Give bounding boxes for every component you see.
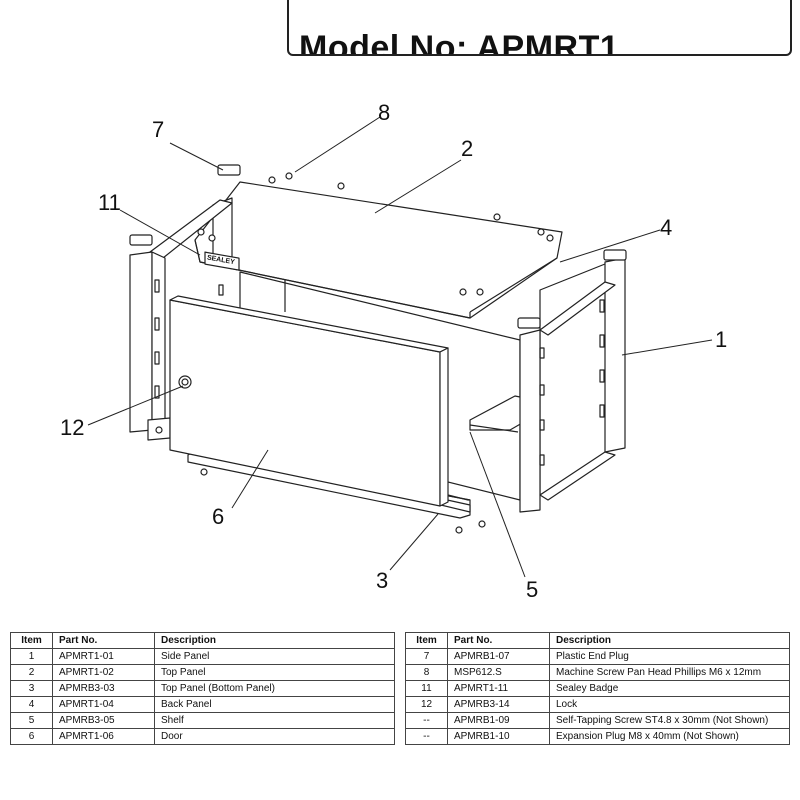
cell-part-no: APMRT1-01 (52, 648, 155, 665)
end-plugs (129, 164, 627, 329)
left-side-slots (154, 279, 224, 399)
cell-item: 7 (405, 648, 448, 665)
header-item: Item (10, 632, 53, 649)
cell-description: Top Panel (154, 664, 395, 681)
header-description: Description (549, 632, 790, 649)
callout-3: 3 (376, 568, 388, 593)
cell-part-no: APMRB3-03 (52, 680, 155, 697)
cell-description: Expansion Plug M8 x 40mm (Not Shown) (549, 728, 790, 745)
cell-part-no: APMRB3-14 (447, 696, 550, 713)
cell-item: -- (405, 712, 448, 729)
cell-part-no: APMRB1-09 (447, 712, 550, 729)
callout-7: 7 (152, 117, 164, 142)
cell-item: 2 (10, 664, 53, 681)
header-part-no: Part No. (52, 632, 155, 649)
callout-11: 11 (98, 190, 121, 215)
cell-description: Plastic End Plug (549, 648, 790, 665)
cell-description: Door (154, 728, 395, 745)
cell-description: Lock (549, 696, 790, 713)
exploded-diagram: 7 8 2 11 4 1 12 6 3 5 SEALEY (60, 100, 727, 602)
cell-description: Top Panel (Bottom Panel) (154, 680, 395, 697)
cell-part-no: APMRT1-04 (52, 696, 155, 713)
callout-12: 12 (60, 415, 84, 440)
header-item: Item (405, 632, 448, 649)
cell-description: Shelf (154, 712, 395, 729)
table-header-row: Item Part No. Description (405, 632, 790, 649)
cell-description: Back Panel (154, 696, 395, 713)
cell-description: Sealey Badge (549, 680, 790, 697)
callout-4: 4 (660, 215, 672, 240)
callout-8: 8 (378, 100, 390, 125)
right-side-slots (539, 299, 605, 466)
title-box: Model No: APMRT1 (287, 0, 792, 56)
callout-1: 1 (715, 327, 727, 352)
cell-item: 3 (10, 680, 53, 697)
callout-2: 2 (461, 136, 473, 161)
header-description: Description (154, 632, 395, 649)
cell-description: Side Panel (154, 648, 395, 665)
cell-part-no: MSP612.S (447, 664, 550, 681)
callout-6: 6 (212, 504, 224, 529)
screws (197, 172, 554, 534)
header-part-no: Part No. (447, 632, 550, 649)
model-title: Model No: APMRT1 (299, 29, 620, 56)
callout-5: 5 (526, 577, 538, 602)
cell-item: -- (405, 728, 448, 745)
cell-part-no: APMRT1-06 (52, 728, 155, 745)
lock (178, 375, 192, 389)
cell-item: 8 (405, 664, 448, 681)
cell-item: 11 (405, 680, 448, 697)
table-header-row: Item Part No. Description (10, 632, 395, 649)
left-front-post (129, 251, 153, 433)
cell-item: 6 (10, 728, 53, 745)
cell-part-no: APMRB1-07 (447, 648, 550, 665)
cell-part-no: APMRT1-11 (447, 680, 550, 697)
cell-item: 5 (10, 712, 53, 729)
cell-item: 12 (405, 696, 448, 713)
cell-description: Machine Screw Pan Head Phillips M6 x 12m… (549, 664, 790, 681)
cell-description: Self-Tapping Screw ST4.8 x 30mm (Not Sho… (549, 712, 790, 729)
cell-part-no: APMRB3-05 (52, 712, 155, 729)
cell-item: 1 (10, 648, 53, 665)
badge-text: SEALEY (206, 254, 235, 266)
cell-part-no: APMRT1-02 (52, 664, 155, 681)
cell-part-no: APMRB1-10 (447, 728, 550, 745)
sealey-badge (204, 251, 240, 271)
cell-item: 4 (10, 696, 53, 713)
